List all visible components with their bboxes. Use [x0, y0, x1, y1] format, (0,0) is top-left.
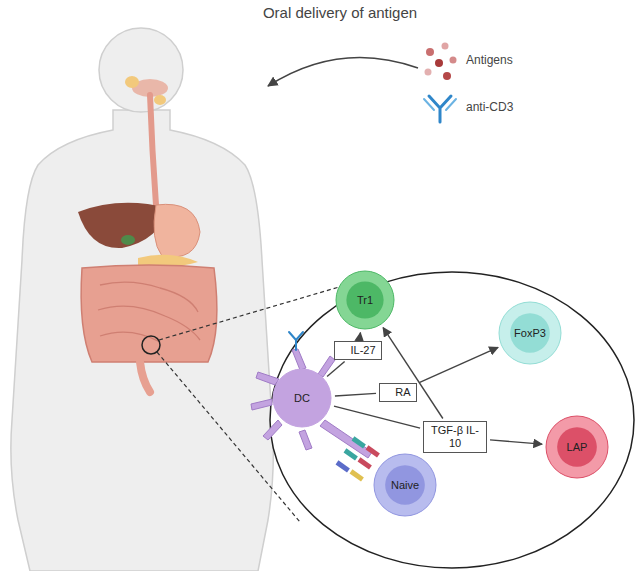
connector-arrow	[490, 440, 542, 444]
legend-text: Antigens	[466, 53, 513, 67]
connector-arrow	[327, 361, 345, 376]
dendrite-arms	[251, 349, 372, 458]
lap-cell: LAP	[545, 415, 609, 479]
delivery-arrow	[268, 57, 418, 86]
node-label: Tr1	[335, 270, 395, 330]
node-text: TGF-β IL-10	[429, 424, 481, 450]
antigen-dots	[425, 43, 457, 81]
node-text: DC	[294, 392, 310, 404]
receptor-pairs	[336, 436, 380, 481]
cytokine-box: RA	[379, 383, 417, 402]
node-text: RA	[385, 386, 421, 399]
node-label: RA	[380, 384, 426, 405]
tr1-cell: Tr1	[335, 270, 395, 330]
node-label: LAP	[545, 415, 609, 479]
connector-arrow	[359, 333, 361, 338]
naive-cell: Naive	[373, 453, 437, 517]
node-label: FoxP3	[498, 301, 562, 365]
node-label: TGF-β IL-10	[424, 422, 486, 456]
cytokine-box: IL-27	[334, 341, 382, 360]
node-text: FoxP3	[514, 327, 546, 339]
diagram-title: Oral delivery of antigen	[0, 4, 640, 21]
connector-arrow	[335, 393, 376, 396]
node-text: Naive	[391, 479, 419, 491]
foxp3-cell: FoxP3	[498, 301, 562, 365]
node-text: Tr1	[357, 294, 373, 306]
node-label: DC	[272, 368, 332, 428]
node-text: IL-27	[340, 344, 386, 357]
dendritic-cell: DC	[272, 368, 332, 428]
antibody-icon	[424, 96, 456, 122]
dc-antibody	[289, 332, 303, 350]
legend-text: anti-CD3	[466, 100, 513, 114]
node-label: Naive	[373, 453, 437, 517]
connector-arrow	[334, 406, 420, 428]
node-text: LAP	[567, 441, 588, 453]
node-label: IL-27	[335, 342, 391, 363]
cytokine-box: TGF-β IL-10	[423, 421, 487, 453]
connector-arrow	[383, 328, 443, 419]
zoom-region	[270, 272, 634, 568]
connector-arrow	[420, 347, 498, 382]
